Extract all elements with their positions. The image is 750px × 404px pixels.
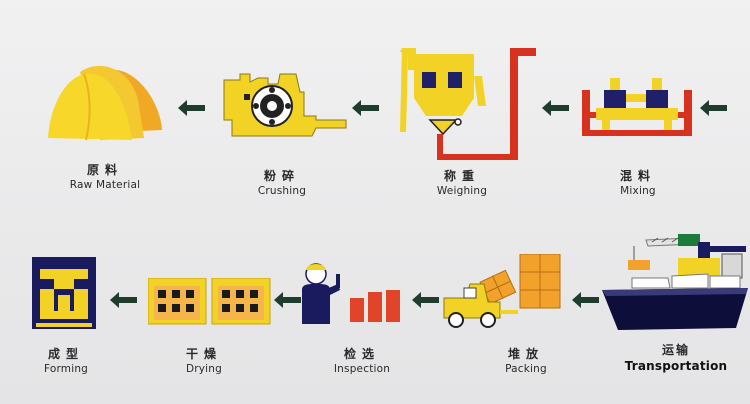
label-mixing-en: Mixing [620,185,656,197]
step-crushing [220,72,350,144]
left-arrow-icon [274,292,301,308]
left-arrow-icon [572,292,599,308]
label-weighing-en: Weighing [436,185,488,197]
weighing-silo-icon [400,48,536,160]
label-forming-en: Forming [43,363,89,375]
label-raw-material: 原料 Raw Material [50,164,160,191]
label-crushing-cn: 粉碎 [263,169,300,183]
left-arrow-icon [412,292,439,308]
mixer-machine-icon [582,78,692,136]
left-arrow-icon [542,100,569,116]
label-crushing: 粉碎 Crushing [232,170,332,197]
step-weighing [390,42,540,160]
step-inspection [298,260,408,326]
label-forming-cn: 成型 [47,347,84,361]
label-inspection-cn: 检选 [343,347,380,361]
forming-press-icon [32,257,96,329]
left-arrow-icon [352,100,379,116]
label-crushing-en: Crushing [257,185,307,197]
step-transportation [598,232,750,340]
label-raw-material-cn: 原料 [86,163,123,177]
raw-material-pile-icon [48,65,162,141]
label-packing-cn: 堆放 [507,347,544,361]
label-inspection-en: Inspection [333,363,391,375]
left-arrow-icon [178,100,205,116]
left-arrow-icon [110,292,137,308]
step-raw-material [40,60,170,150]
label-weighing: 称重 Weighing [412,170,512,197]
forklift-stack-icon [443,254,561,328]
drying-kiln-icon [148,278,271,325]
label-transportation: 运输 Transportation [612,344,740,372]
label-mixing-cn: 混料 [619,169,656,183]
left-arrow-icon [700,100,727,116]
step-drying [148,278,272,326]
label-forming: 成型 Forming [16,348,116,375]
label-packing: 堆放 Packing [476,348,576,375]
label-transportation-en: Transportation [624,359,728,373]
label-mixing: 混料 Mixing [588,170,688,197]
step-forming [30,255,100,331]
label-packing-en: Packing [505,363,547,375]
label-drying: 干燥 Drying [154,348,254,375]
label-inspection: 检选 Inspection [312,348,412,375]
step-packing [440,254,568,328]
crusher-machine-icon [223,73,347,137]
inspector-icon [302,263,400,324]
label-transportation-cn: 运输 [661,343,690,357]
label-drying-en: Drying [185,363,223,375]
step-mixing [582,72,692,138]
cargo-ship-icon [602,234,748,330]
label-drying-cn: 干燥 [185,347,222,361]
label-weighing-cn: 称重 [443,169,480,183]
label-raw-material-en: Raw Material [69,179,141,191]
